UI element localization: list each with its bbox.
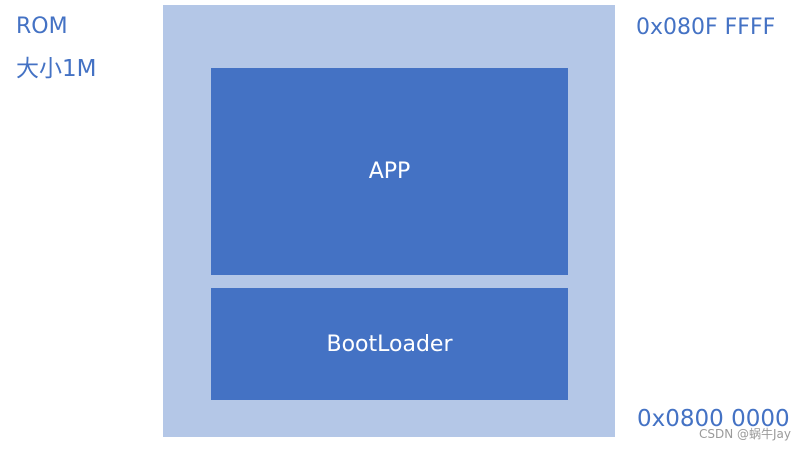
watermark-text: CSDN @蜗牛Jay [698,427,791,441]
bootloader-block: BootLoader [211,288,568,400]
rom-title: ROM [16,14,68,39]
top-address-label: 0x080F FFFF [636,15,776,40]
rom-size-label: 大小1M [16,56,97,82]
bottom-address-label: 0x0800 0000 [637,406,790,432]
bootloader-label: BootLoader [326,331,453,357]
app-label: APP [368,159,411,184]
app-block: APP [211,68,568,275]
